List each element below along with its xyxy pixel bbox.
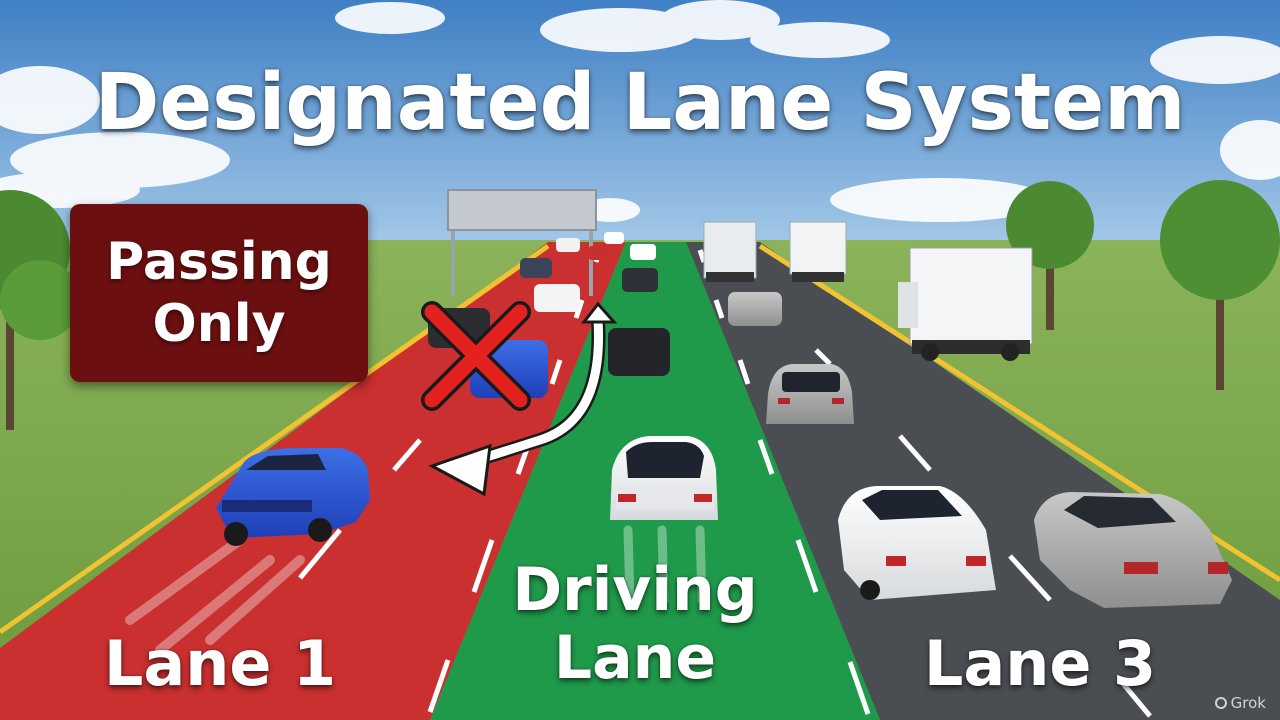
distant-cars (520, 232, 782, 376)
curved-arrow-icon (428, 301, 618, 497)
overhead-gantry (447, 189, 597, 296)
white-car-lane3 (838, 486, 996, 600)
silver-car-lane3 (1034, 492, 1232, 608)
passing-only-sign: Passing Only (70, 204, 368, 382)
driving-lane-label-line1: Driving (512, 555, 758, 625)
watermark: Grok (1212, 694, 1266, 712)
truck-mid (789, 221, 847, 282)
tree-right-2 (1160, 180, 1280, 390)
page-title: Designated Lane System (94, 58, 1186, 148)
passing-sign-line2: Only (152, 294, 286, 354)
truck-near (898, 247, 1033, 361)
passing-sign-line1: Passing (106, 232, 332, 292)
watermark-text: Grok (1230, 694, 1266, 712)
white-car-driving (610, 436, 718, 605)
lane-1-label: Lane 1 (103, 627, 337, 700)
lane-3-label: Lane 3 (923, 627, 1157, 700)
red-x-icon (421, 301, 531, 411)
tree-right-1 (1006, 181, 1094, 330)
silver-car-mid (766, 364, 854, 424)
truck-far (703, 221, 757, 282)
tree-left (0, 190, 80, 430)
driving-lane-label-line2: Lane (553, 623, 717, 693)
driving-lane-label: Driving Lane (470, 556, 800, 692)
blue-car-passing (125, 448, 370, 655)
grok-logo-icon (1212, 694, 1229, 712)
